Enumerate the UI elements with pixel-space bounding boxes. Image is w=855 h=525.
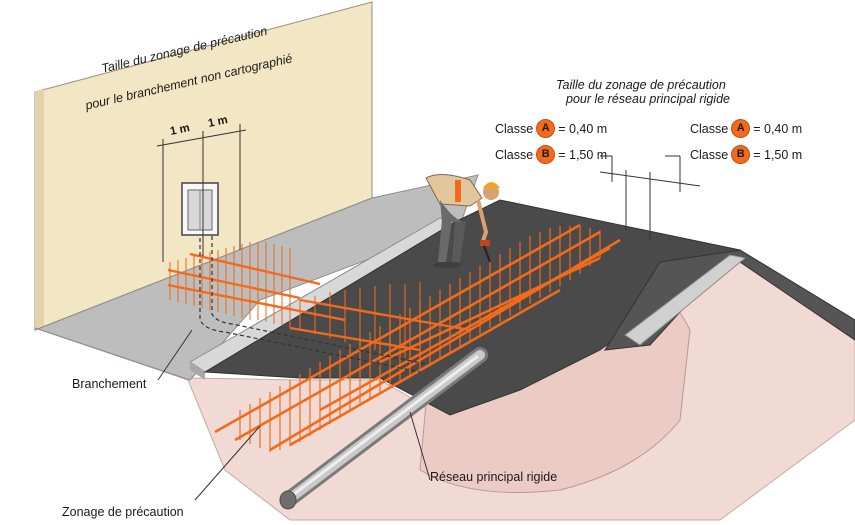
- leader-lines: [157, 329, 431, 501]
- network-zone-title-line2: pour le réseau principal rigide: [566, 92, 730, 106]
- class-b-right-value: = 1,50 m: [753, 147, 803, 162]
- curb-front: [190, 362, 205, 380]
- branch-precaution-zone: [169, 242, 291, 328]
- class-b-left-value: = 1,50 m: [558, 147, 608, 162]
- zonage-label: Zonage de précaution: [62, 505, 184, 519]
- curb-right: [624, 254, 747, 346]
- class-a-left-prefix: Classe: [495, 121, 534, 136]
- class-a-badge-icon: A: [731, 119, 751, 138]
- class-b-badge-icon: B: [536, 145, 556, 164]
- sidewalk: [34, 174, 479, 381]
- class-a-badge-icon: A: [536, 119, 556, 138]
- main-zone-edges: [214, 223, 621, 452]
- network-zone-title-line1: Taille du zonage de précaution: [556, 78, 726, 92]
- class-a-right-value: = 0,40 m: [753, 121, 803, 136]
- network-dimension-lines: [599, 155, 701, 240]
- class-a-left-value: = 0,40 m: [558, 121, 608, 136]
- class-b-left-prefix: Classe: [495, 147, 534, 162]
- meter-box: [181, 182, 219, 236]
- branch-pipe-dashed: [199, 236, 427, 373]
- main-pipe: [279, 347, 488, 510]
- class-b-right-prefix: Classe: [690, 147, 729, 162]
- reseau-label: Réseau principal rigide: [430, 470, 558, 484]
- class-b-left: Classe B = 1,50 m: [495, 145, 607, 164]
- branchement-label: Branchement: [72, 377, 147, 391]
- wall-dimension-lines: [156, 124, 247, 262]
- class-b-badge-icon: B: [731, 145, 751, 164]
- class-a-right: Classe A = 0,40 m: [690, 119, 802, 138]
- worker-figure: [425, 174, 500, 268]
- class-a-left: Classe A = 0,40 m: [495, 119, 607, 138]
- wall-edge: [35, 88, 44, 330]
- class-a-right-prefix: Classe: [690, 121, 729, 136]
- class-b-right: Classe B = 1,50 m: [690, 145, 802, 164]
